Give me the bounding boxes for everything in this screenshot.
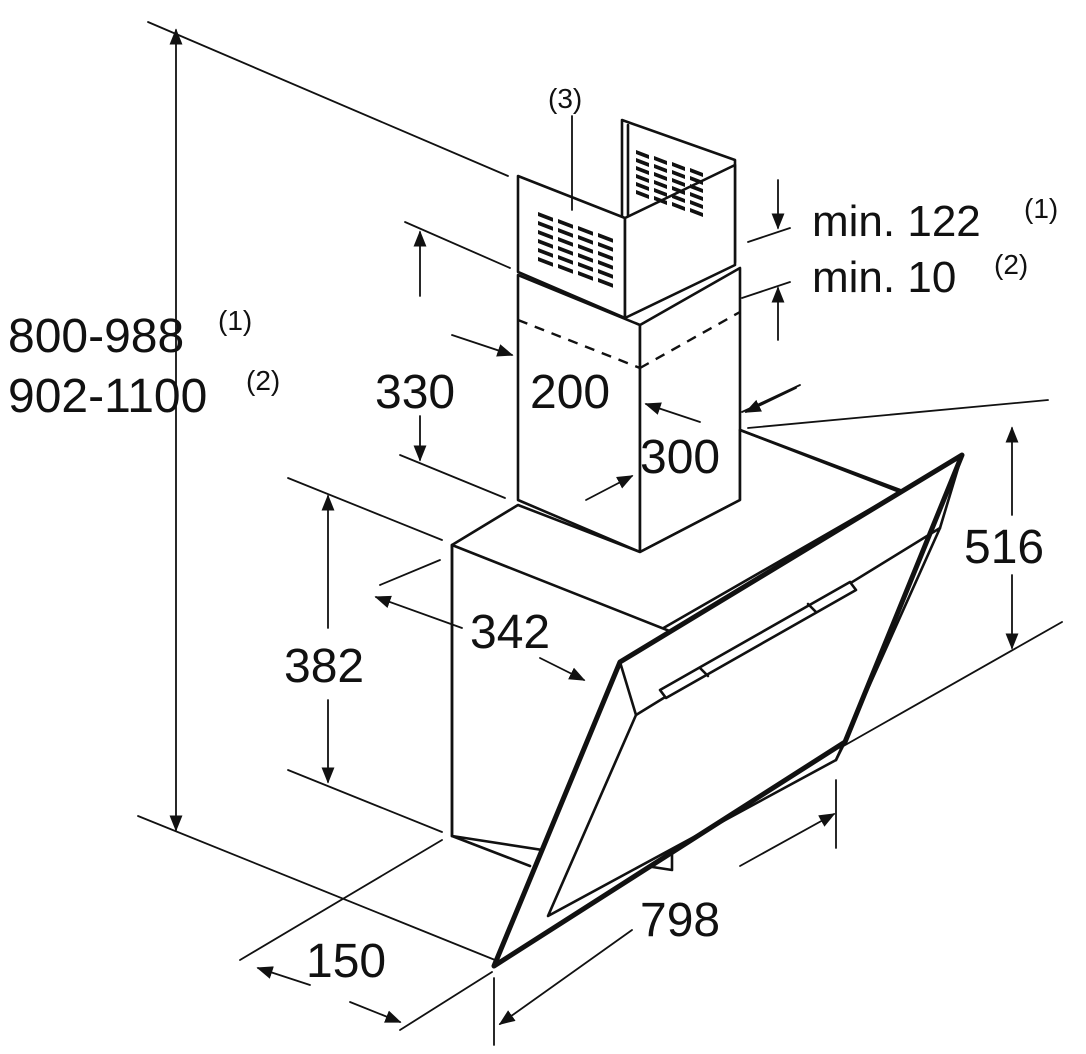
vent-slot	[654, 196, 667, 205]
vent-slot	[654, 172, 667, 181]
vent-grille-rear	[636, 150, 703, 217]
label-chimney-depth: 300	[640, 431, 720, 484]
vent-slot	[654, 180, 667, 189]
vent-slot	[578, 244, 593, 254]
vent-slot	[538, 212, 553, 222]
vent-slot	[598, 242, 613, 252]
vent-slot	[636, 158, 649, 167]
vent-slot	[578, 262, 593, 272]
vent-slot	[636, 190, 649, 199]
dimension-chimney-width	[451, 334, 514, 357]
label-total-height: 800-988 (1) 902-1100 (2)	[8, 305, 280, 423]
vent-slot	[636, 166, 649, 175]
vent-slot	[672, 202, 685, 211]
vent-slot	[690, 192, 703, 201]
vent-slot	[538, 221, 553, 231]
vent-slot	[672, 178, 685, 187]
vent-slot	[538, 239, 553, 249]
vent-slot	[598, 251, 613, 261]
vent-slot	[578, 235, 593, 245]
vent-slot	[558, 237, 573, 247]
vent-slot	[654, 156, 667, 165]
chimney-note: (3)	[548, 83, 582, 114]
total-height-line1-sup: (1)	[218, 305, 252, 336]
vent-slot	[672, 170, 685, 179]
vent-slot	[558, 255, 573, 265]
label-bottom-depth: 150	[306, 935, 386, 988]
label-min-top: min. 122 (1) min. 10 (2)	[812, 193, 1058, 302]
vent-slot	[558, 228, 573, 238]
vent-slot	[598, 269, 613, 279]
min-top-1-sup: (1)	[1024, 193, 1058, 224]
vent-slot	[578, 253, 593, 263]
vent-slot	[654, 188, 667, 197]
dimension-width	[498, 813, 836, 1025]
vent-slot	[672, 162, 685, 171]
vent-slot	[598, 233, 613, 243]
min-top-1: min. 122	[812, 197, 981, 246]
label-chimney-width: 200	[530, 366, 610, 419]
label-glass-height: 516	[964, 521, 1044, 574]
vent-slot	[578, 226, 593, 236]
vent-slot	[558, 219, 573, 229]
vent-slot	[558, 246, 573, 256]
dimension-body-depth	[374, 595, 586, 681]
vent-slot	[672, 186, 685, 195]
vent-slot	[690, 184, 703, 193]
vent-slot	[636, 182, 649, 191]
vent-slot	[558, 264, 573, 274]
glass-handle	[658, 580, 858, 700]
dimension-chimney-depth	[585, 387, 797, 501]
vent-slot	[578, 271, 593, 281]
vent-slot	[672, 194, 685, 203]
label-chimney-height: 330	[375, 366, 455, 419]
vent-slot	[636, 174, 649, 183]
chimney-lower-section	[516, 266, 742, 554]
vent-slot	[538, 248, 553, 258]
min-top-2-sup: (2)	[994, 249, 1028, 280]
vent-slot	[538, 257, 553, 267]
vent-slot	[538, 230, 553, 240]
vent-grille-front	[538, 212, 613, 288]
total-height-line2-sup: (2)	[246, 365, 280, 396]
vent-slot	[690, 168, 703, 177]
dimension-bottom-depth	[256, 966, 402, 1023]
vent-slot	[690, 208, 703, 217]
label-width: 798	[640, 894, 720, 947]
vent-slot	[690, 200, 703, 209]
label-body-height: 382	[284, 640, 364, 693]
label-body-depth: 342	[470, 606, 550, 659]
total-height-line1: 800-988	[8, 310, 184, 363]
min-top-2: min. 10	[812, 253, 956, 302]
vent-slot	[690, 176, 703, 185]
vent-slot	[598, 278, 613, 288]
vent-slot	[636, 150, 649, 159]
vent-slot	[598, 260, 613, 270]
vent-slot	[654, 164, 667, 173]
total-height-line2: 902-1100	[8, 370, 207, 423]
